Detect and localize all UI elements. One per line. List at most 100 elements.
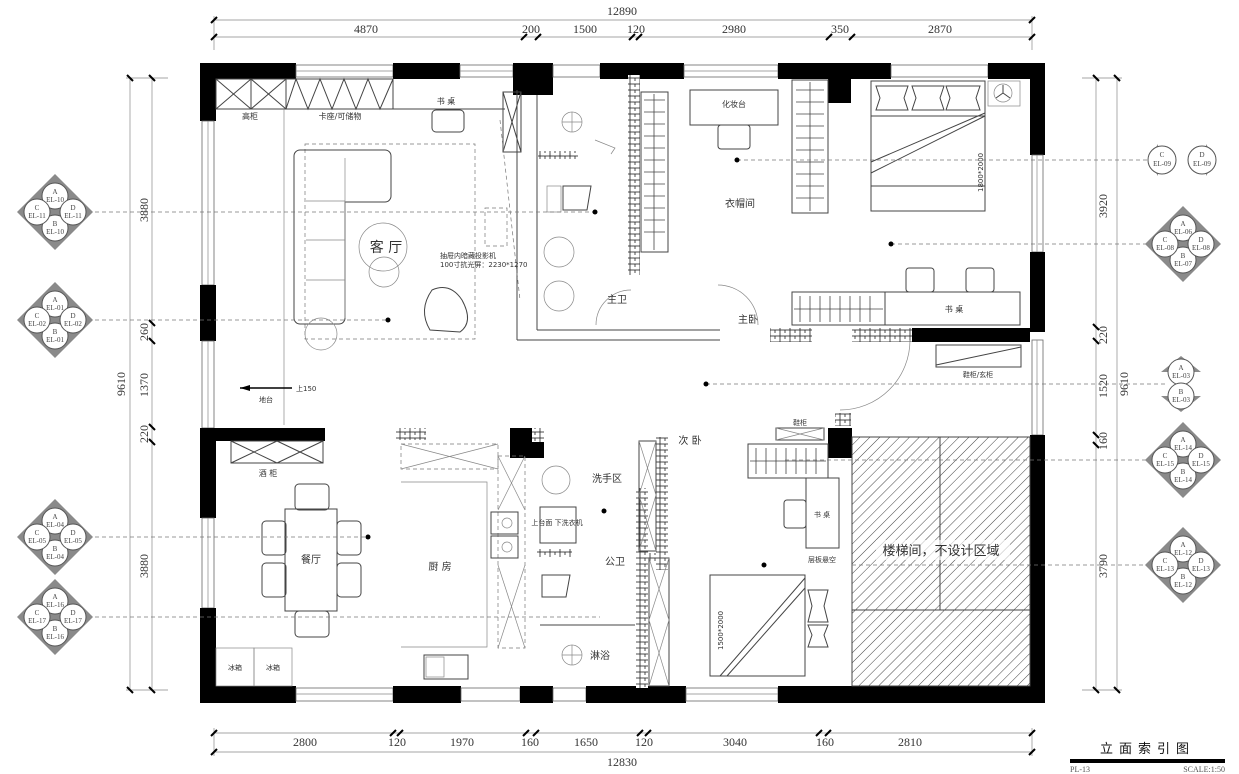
shoe-cabinet-label: 鞋柜 <box>793 418 807 427</box>
svg-text:D: D <box>70 312 75 320</box>
svg-text:A: A <box>52 593 57 601</box>
svg-text:EL-10: EL-10 <box>46 196 64 204</box>
svg-text:160: 160 <box>816 735 834 749</box>
master-bed-size: 1800*2000 <box>977 153 985 192</box>
svg-text:EL-11: EL-11 <box>64 212 82 220</box>
svg-text:EL-01: EL-01 <box>46 336 64 344</box>
svg-text:120: 120 <box>635 735 653 749</box>
drawing-title: 立面索引图 <box>1099 742 1195 757</box>
svg-text:C: C <box>35 204 40 212</box>
svg-text:D: D <box>70 609 75 617</box>
elevation-marker-m9[interactable]: AEL-12 BEL-12 CEL-13 DEL-13 <box>1145 527 1221 603</box>
elevation-marker-m5[interactable]: CEL-09 DEL-09 <box>1147 144 1217 176</box>
second-desk-label: 书 桌 <box>814 510 830 519</box>
svg-text:3880: 3880 <box>137 198 151 222</box>
svg-text:2980: 2980 <box>722 22 746 36</box>
wash-area-label: 洗手区 <box>592 472 622 485</box>
elevation-marker-m2[interactable]: AEL-01 BEL-01 CEL-02 DEL-02 <box>17 282 93 358</box>
svg-text:A: A <box>1180 541 1185 549</box>
svg-text:C: C <box>35 529 40 537</box>
dining-room-label: 餐厅 <box>301 553 321 566</box>
svg-text:1970: 1970 <box>450 735 474 749</box>
svg-text:1650: 1650 <box>574 735 598 749</box>
master-bedroom: 1800*2000 书 桌 <box>791 79 1021 326</box>
step-up-label: 上150 <box>296 384 316 393</box>
elevation-marker-m8[interactable]: AEL-14 BEL-14 CEL-15 DEL-15 <box>1145 422 1221 498</box>
elevation-marker-m6[interactable]: AEL-06 BEL-07 CEL-08 DEL-08 <box>1145 206 1221 282</box>
top-dimension-chain: 12890 4870 200 1500 120 2980 350 2870 <box>210 4 1036 50</box>
public-bath-label: 公卫 <box>605 557 625 568</box>
master-bedroom-entry-label: 主卧 <box>738 313 758 326</box>
svg-text:EL-09: EL-09 <box>1153 160 1171 168</box>
svg-text:EL-11: EL-11 <box>28 212 46 220</box>
svg-text:3880: 3880 <box>137 554 151 578</box>
index-lines <box>95 157 1165 618</box>
svg-text:2810: 2810 <box>898 735 922 749</box>
svg-text:EL-05: EL-05 <box>64 537 82 545</box>
svg-text:EL-10: EL-10 <box>46 228 64 236</box>
public-bath: 上台面 下洗衣机 洗手区 公卫 淋浴 <box>531 440 670 687</box>
svg-text:EL-15: EL-15 <box>1192 460 1210 468</box>
master-bath-label: 主卫 <box>607 294 627 306</box>
bottom-dimension-chain: 2800 120 1970 160 1650 120 3040 160 2810… <box>210 728 1036 769</box>
balcony-label: 地台 <box>259 395 273 404</box>
svg-text:C: C <box>1163 452 1168 460</box>
svg-text:EL-03: EL-03 <box>1172 396 1190 404</box>
svg-text:EL-02: EL-02 <box>28 320 46 328</box>
svg-text:B: B <box>1179 388 1184 396</box>
top-total-dim: 12890 <box>607 4 637 18</box>
bottom-total-dim: 12830 <box>607 755 637 769</box>
svg-text:160: 160 <box>521 735 539 749</box>
left-dimension-chain: 9610 3880 260 1370 220 3880 <box>114 74 168 694</box>
wine-cabinet-label: 酒 柜 <box>259 468 278 478</box>
cloakroom: 化妆台 衣帽间 主卧 <box>640 89 779 326</box>
stairwell: 楼梯间，不设计区域 <box>851 436 1031 687</box>
shower-label: 淋浴 <box>590 649 610 662</box>
svg-text:EL-14: EL-14 <box>1174 444 1192 452</box>
svg-text:260: 260 <box>137 323 151 341</box>
svg-text:EL-16: EL-16 <box>46 601 64 609</box>
stairwell-label: 楼梯间，不设计区域 <box>882 544 999 559</box>
elevation-marker-m7[interactable]: AEL-03 BEL-03 <box>1161 356 1201 412</box>
svg-text:200: 200 <box>522 22 540 36</box>
second-bed-size: 1500*2000 <box>717 611 725 650</box>
title-block: 立面索引图 PL-13 SCALE:1:50 <box>1070 738 1225 774</box>
svg-text:EL-01: EL-01 <box>46 304 64 312</box>
svg-text:2800: 2800 <box>293 735 317 749</box>
svg-text:EL-04: EL-04 <box>46 553 64 561</box>
tall-cabinet-label: 高柜 <box>242 111 258 121</box>
svg-text:EL-12: EL-12 <box>1174 549 1192 557</box>
washer-label: 上台面 下洗衣机 <box>531 518 582 527</box>
svg-text:EL-14: EL-14 <box>1174 476 1192 484</box>
elevation-marker-m4[interactable]: AEL-16 BEL-16 CEL-17 DEL-17 <box>17 579 93 655</box>
elevation-marker-m3[interactable]: AEL-04 BEL-04 CEL-05 DEL-05 <box>17 499 93 575</box>
exterior-walls <box>200 63 1045 703</box>
svg-text:220: 220 <box>1096 326 1110 344</box>
svg-text:D: D <box>1198 236 1203 244</box>
svg-text:EL-08: EL-08 <box>1156 244 1174 252</box>
entry-cabinet-label: 鞋柜/玄柜 <box>963 370 993 379</box>
svg-text:A: A <box>1178 364 1183 372</box>
svg-text:B: B <box>53 625 58 633</box>
svg-text:A: A <box>52 513 57 521</box>
vanity-label: 化妆台 <box>722 99 746 109</box>
svg-text:EL-16: EL-16 <box>46 633 64 641</box>
second-bedroom-label: 次 卧 <box>678 434 701 447</box>
svg-text:B: B <box>1181 468 1186 476</box>
svg-text:1500: 1500 <box>573 22 597 36</box>
title-underline <box>1070 759 1225 763</box>
elevation-marker-m1[interactable]: AEL-10 BEL-10 CEL-11 DEL-11 <box>17 174 93 250</box>
svg-text:C: C <box>35 312 40 320</box>
svg-text:A: A <box>1180 436 1185 444</box>
svg-text:9610: 9610 <box>114 372 128 396</box>
svg-text:4870: 4870 <box>354 22 378 36</box>
svg-text:EL-05: EL-05 <box>28 537 46 545</box>
fridge-1-label: 冰箱 <box>228 663 242 672</box>
svg-text:160: 160 <box>1096 432 1110 450</box>
svg-text:2870: 2870 <box>928 22 952 36</box>
svg-text:EL-15: EL-15 <box>1156 460 1174 468</box>
svg-text:3040: 3040 <box>723 735 747 749</box>
svg-text:D: D <box>70 204 75 212</box>
svg-text:3790: 3790 <box>1096 554 1110 578</box>
